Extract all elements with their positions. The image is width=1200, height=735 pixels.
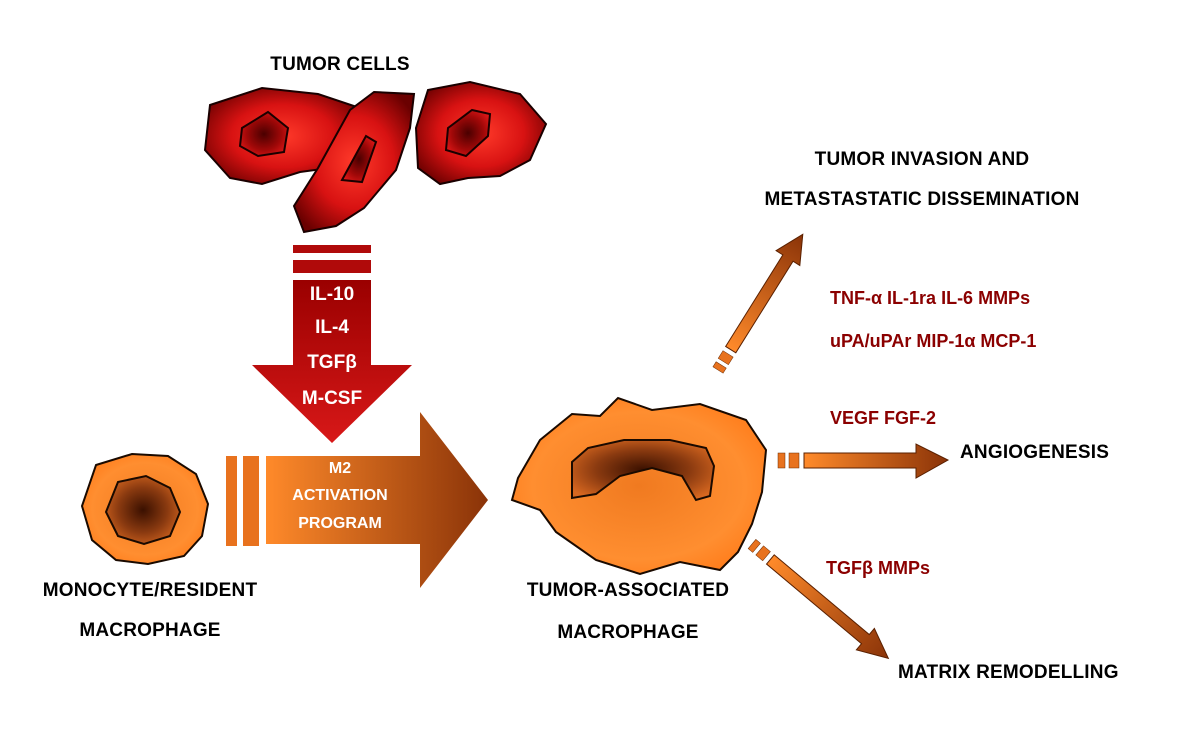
matrix-arrow-body	[765, 554, 890, 660]
invasion-arrow-body	[724, 233, 804, 354]
tumor-cell-3-nucleus	[444, 108, 492, 158]
tumor-cell-1-nucleus	[238, 110, 290, 158]
tumor-cells-group	[203, 80, 548, 234]
cytokine-down-arrow	[252, 245, 412, 443]
factor-il4: IL-4	[315, 317, 349, 338]
factor-mcsf: M-CSF	[301, 388, 363, 409]
m2-text-line2: ACTIVATION	[292, 487, 388, 504]
invasion-factors-line1: TNF-α IL-1ra IL-6 MMPs	[830, 288, 1031, 308]
monocyte-label-line1: MONOCYTE/RESIDENT	[42, 580, 258, 601]
down-arrow-body	[252, 280, 412, 443]
angiogenesis-arrow-bar-2	[788, 452, 800, 469]
matrix-factors: TGFβ MMPs	[826, 558, 930, 578]
m2-activation-arrow	[226, 412, 488, 588]
tumor-cell-2-nucleus	[340, 134, 378, 184]
tam-label-line1: TUMOR-ASSOCIATED	[526, 580, 730, 601]
down-arrow-bar-1	[293, 245, 371, 253]
factor-tgfb: TGFβ	[307, 352, 357, 373]
m2-arrow-bar-2	[243, 456, 259, 546]
matrix-arrow-bar-1	[747, 539, 761, 553]
invasion-arrow	[712, 233, 804, 374]
monocyte-cell	[80, 452, 210, 566]
angiogenesis-arrow-bar-1	[777, 452, 786, 469]
tam-membrane	[510, 396, 768, 576]
angiogenesis-factors: VEGF FGF-2	[830, 408, 937, 428]
angiogenesis-label: ANGIOGENESIS	[960, 442, 1110, 463]
monocyte-label-line2: MACROPHAGE	[79, 620, 221, 641]
invasion-factors-line2: uPA/uPAr MIP-1α MCP-1	[830, 331, 1037, 351]
monocyte-nucleus	[104, 474, 182, 546]
angiogenesis-arrow-body	[803, 443, 950, 479]
m2-arrow-bar-1	[226, 456, 237, 546]
invasion-arrow-bar-1	[712, 361, 727, 374]
invasion-label-line2: METASTASTATIC DISSEMINATION	[764, 189, 1080, 210]
matrix-arrow	[747, 539, 890, 660]
m2-text-line3: PROGRAM	[298, 515, 382, 532]
matrix-arrow-bar-2	[755, 545, 771, 562]
tam-cell	[510, 396, 768, 576]
tumor-cells-label: TUMOR CELLS	[270, 54, 410, 75]
angiogenesis-arrow	[777, 443, 950, 479]
matrix-label: MATRIX REMODELLING	[898, 662, 1119, 683]
down-arrow-bar-2	[293, 260, 371, 273]
tam-nucleus	[571, 439, 716, 502]
m2-arrow-body	[266, 412, 488, 588]
tam-label-line2: MACROPHAGE	[557, 622, 699, 643]
invasion-label-line1: TUMOR INVASION AND	[814, 149, 1030, 170]
factor-il10: IL-10	[309, 284, 355, 305]
m2-text-line1: M2	[328, 460, 352, 477]
invasion-arrow-bar-2	[717, 350, 734, 366]
